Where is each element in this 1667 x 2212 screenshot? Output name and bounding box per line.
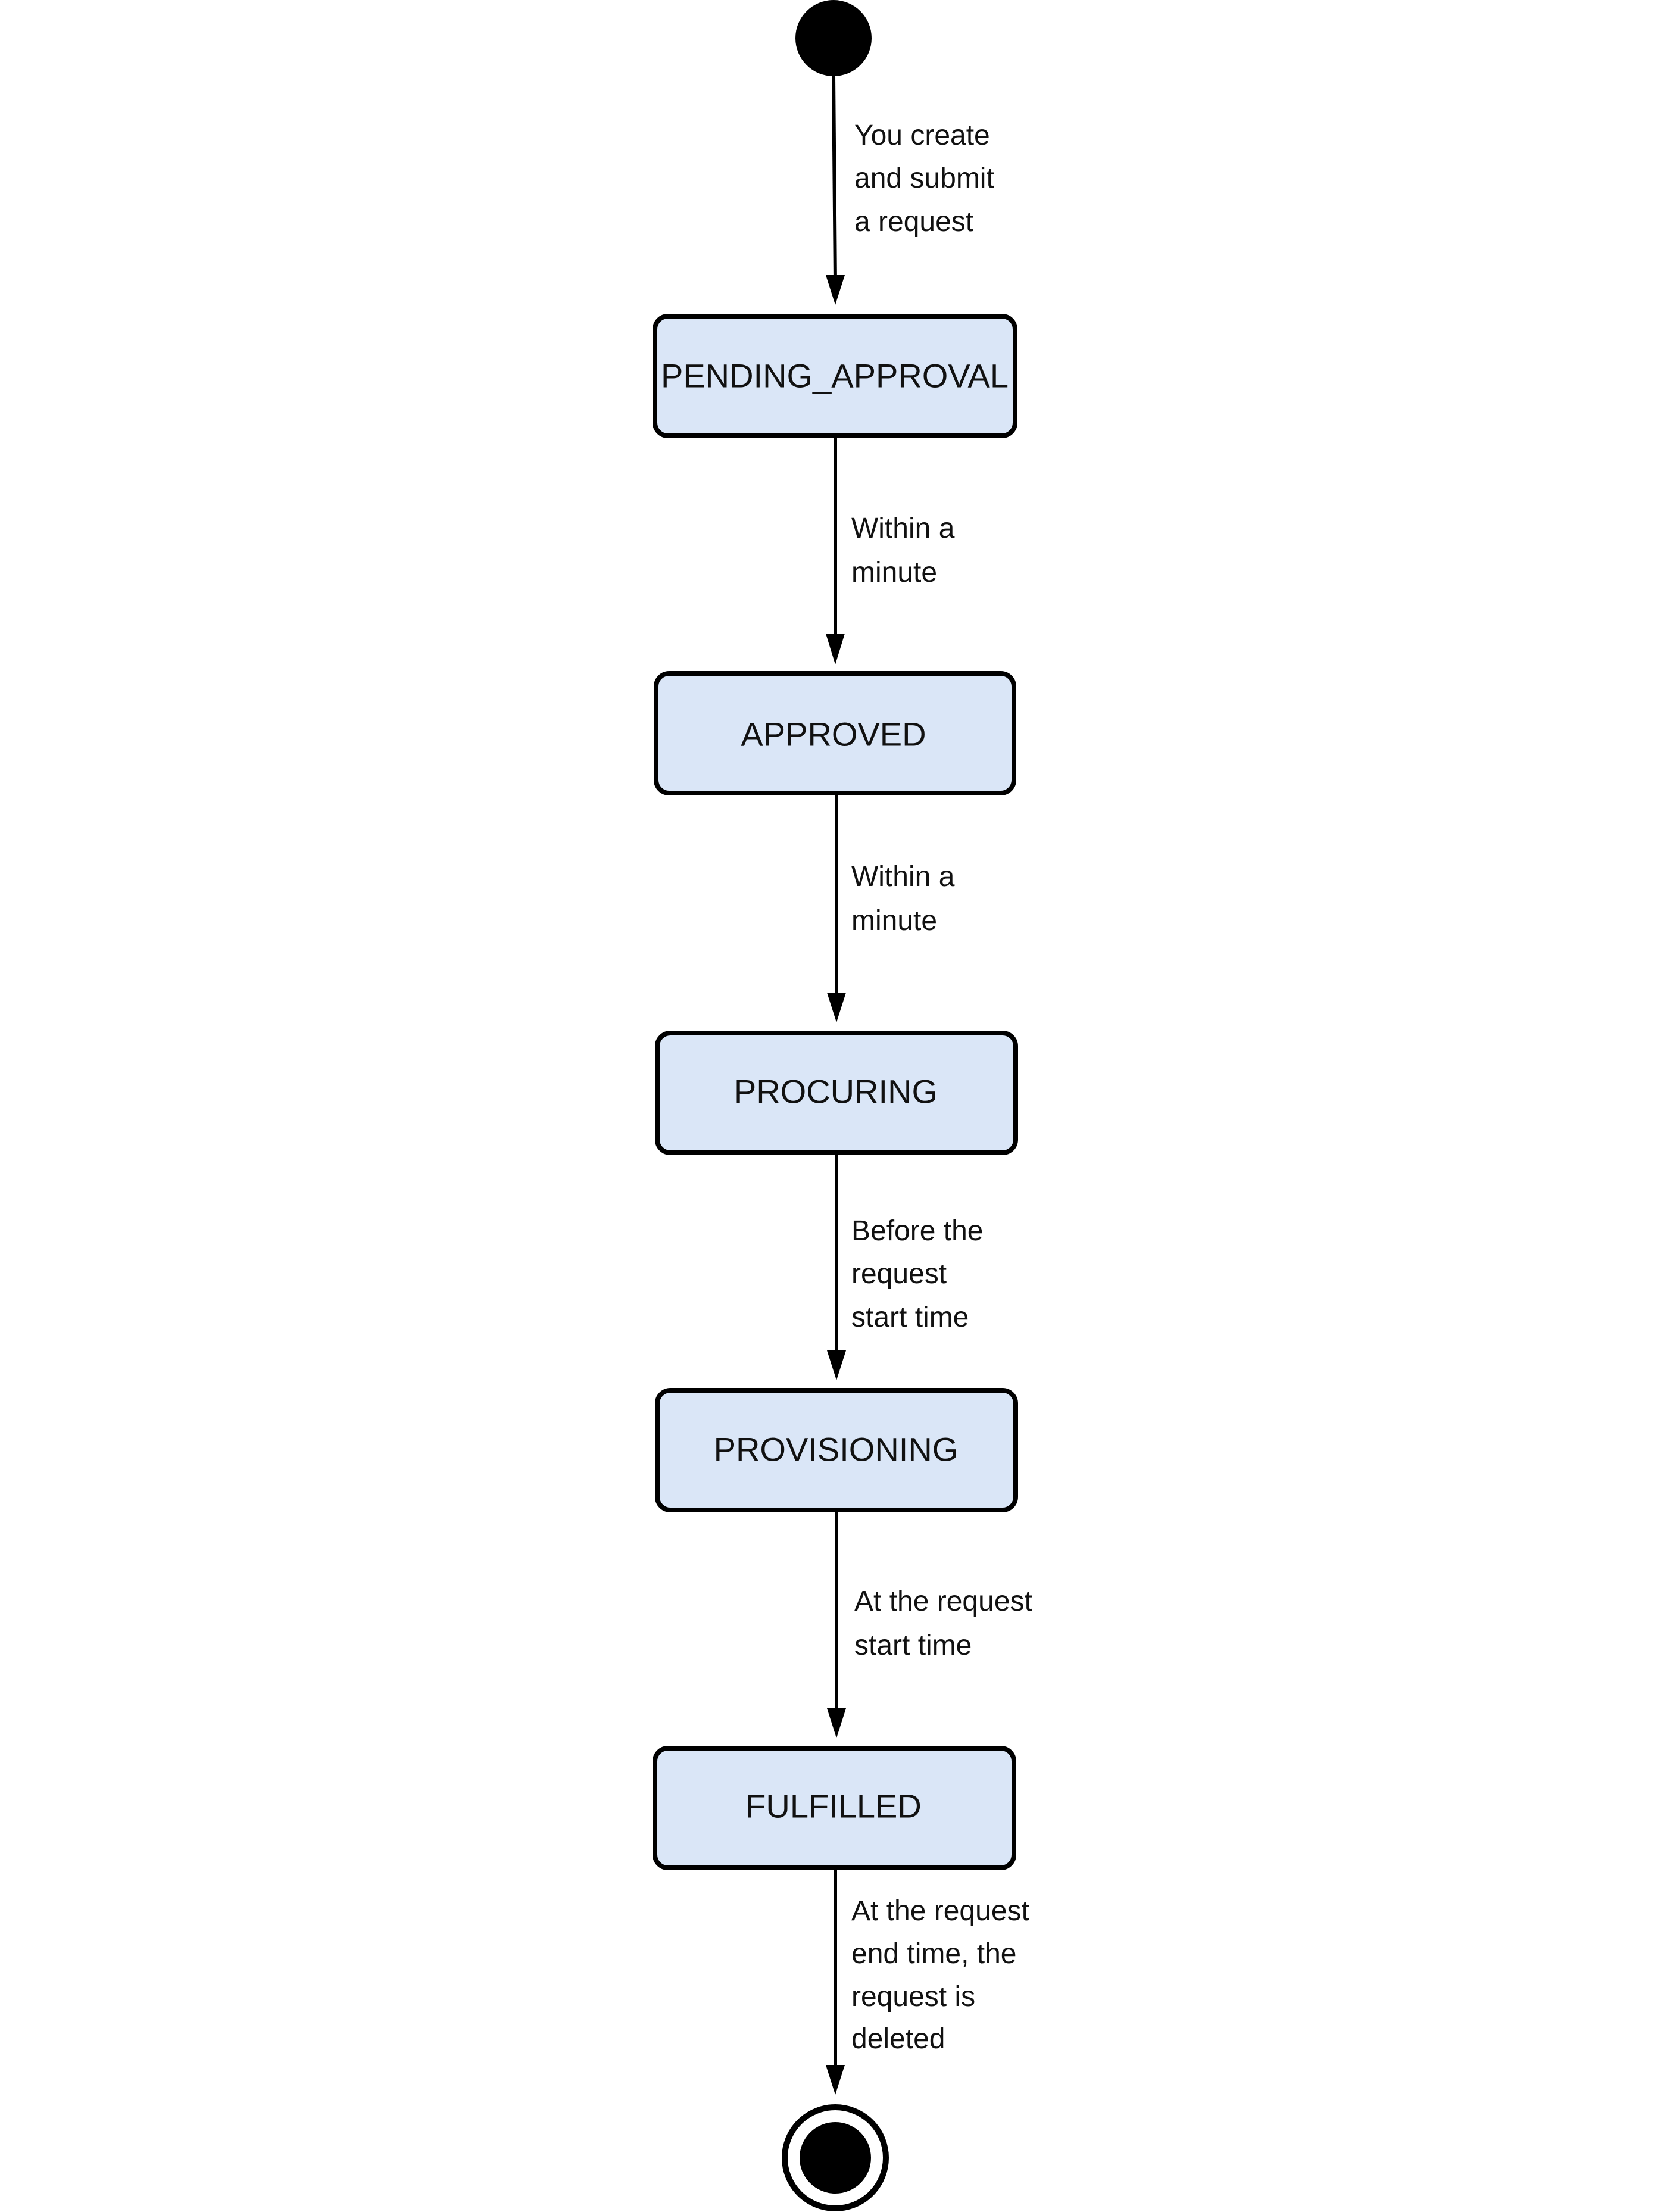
transition-label-line: Within a [851, 861, 955, 893]
state-pending-approval: PENDING_APPROVAL [653, 314, 1017, 438]
state-label: APPROVED [741, 716, 926, 753]
state-label: PROCURING [734, 1073, 938, 1110]
transition-label-line: Before the [851, 1215, 983, 1247]
transition-pending-approval-to-approved: Within a minute [826, 436, 963, 664]
transition-label-line: end time, the [851, 1938, 1017, 1970]
transition-label-line: At the request [854, 1586, 1032, 1617]
transition-arrow-line [832, 76, 837, 283]
transition-label-line: minute [851, 905, 937, 937]
transition-label-line: minute [851, 557, 937, 588]
state-approved: APPROVED [654, 671, 1016, 795]
transition-label: You create and submit a request [854, 120, 1002, 238]
arrowhead-icon [826, 2065, 845, 2095]
transition-label: At the request end time, the request is … [851, 1895, 1037, 2055]
transition-provisioning-to-fulfilled: At the request start time [827, 1510, 1040, 1738]
transition-label-line: start time [851, 1302, 969, 1333]
transition-label: Within a minute [851, 513, 963, 588]
transition-label-line: deleted [851, 2023, 945, 2055]
transition-label-line: request [851, 1258, 947, 1290]
transition-fulfilled-to-end: At the request end time, the request is … [826, 1868, 1037, 2095]
transition-label-line: a request [854, 206, 973, 238]
state-provisioning: PROVISIONING [655, 1388, 1018, 1512]
state-label: FULFILLED [745, 1787, 922, 1825]
transition-label-line: start time [854, 1630, 972, 1661]
transition-label-line: Within a [851, 513, 955, 544]
transition-label: At the request start time [854, 1586, 1040, 1661]
transition-approved-to-procuring: Within a minute [827, 793, 963, 1022]
transition-start-to-pending-approval: You create and submit a request [826, 76, 1002, 305]
state-fulfilled: FULFILLED [653, 1746, 1016, 1870]
start-node [795, 0, 872, 76]
transition-label: Within a minute [851, 861, 963, 937]
transition-procuring-to-provisioning: Before the request start time [827, 1153, 991, 1380]
arrowhead-icon [826, 634, 845, 664]
transition-label-line: You create [854, 120, 990, 151]
arrowhead-icon [827, 1350, 846, 1380]
state-label: PROVISIONING [714, 1431, 959, 1468]
transition-label-line: request is [851, 1981, 975, 2013]
end-node-core [800, 2122, 871, 2194]
state-label: PENDING_APPROVAL [661, 357, 1009, 395]
state-procuring: PROCURING [655, 1031, 1018, 1155]
arrowhead-icon [827, 993, 846, 1022]
arrowhead-icon [827, 1708, 846, 1738]
end-node [782, 2104, 889, 2211]
transition-label: Before the request start time [851, 1215, 991, 1333]
transition-label-line: and submit [854, 163, 994, 194]
arrowhead-icon [826, 275, 845, 305]
transition-label-line: At the request [851, 1895, 1029, 1927]
